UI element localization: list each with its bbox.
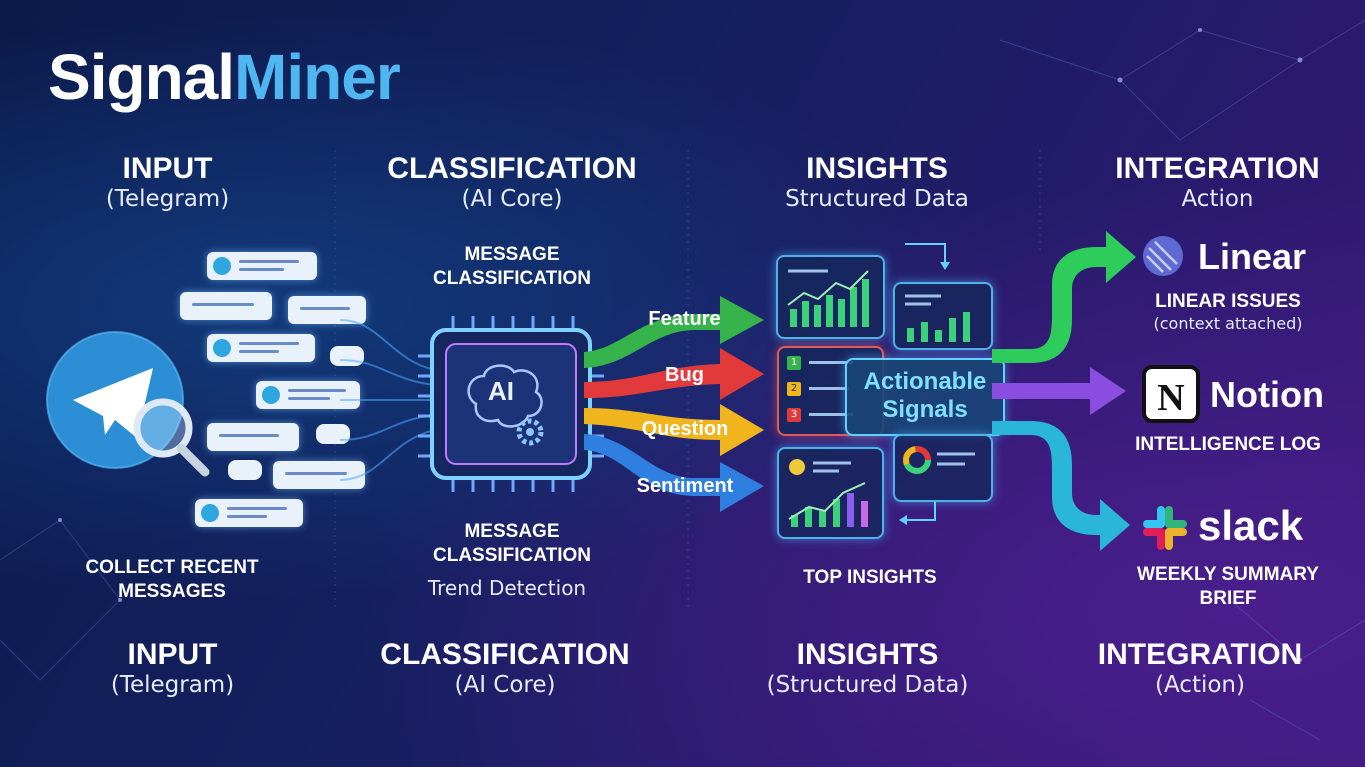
insight-connector-arrows: [899, 243, 950, 525]
svg-text:N: N: [1157, 377, 1184, 419]
notion-flow-arrow: [992, 367, 1126, 415]
ai-chip-label: AI: [488, 376, 514, 406]
input-column-footer: INPUT (Telegram): [110, 638, 235, 698]
linear-logo-icon: [1143, 236, 1183, 276]
insight-chart-panel-1: [776, 255, 885, 339]
category-arrows: [584, 296, 764, 512]
linear-flow-arrow: [992, 231, 1136, 363]
insights-column-header: INSIGHTS Structured Data: [785, 152, 969, 212]
actionable-signals-line2: Signals: [882, 396, 968, 423]
category-label-question: Question: [641, 418, 729, 440]
telegram-search-icon: [46, 331, 210, 477]
question-arrow: [584, 404, 764, 456]
classification-column-footer: CLASSIFICATION (AI Core): [380, 638, 630, 698]
slack-logo-icon: [1143, 506, 1187, 550]
integration-column-header: INTEGRATION Action: [1115, 152, 1320, 212]
insights-column-footer: INSIGHTS (Structured Data): [766, 638, 969, 698]
app-title: SignalMiner: [48, 41, 401, 113]
ai-chip: [418, 316, 604, 492]
notion-logo-icon: N: [1142, 365, 1200, 423]
integration-arrows: [992, 231, 1136, 551]
bug-arrow: [584, 348, 764, 400]
category-label-sentiment: Sentiment: [636, 475, 734, 497]
sentiment-arrow: [584, 434, 764, 512]
insight-chart-panel-3: [777, 447, 884, 539]
category-label-feature: Feature: [648, 308, 721, 330]
integration-column-footer: INTEGRATION (Action): [1097, 638, 1303, 698]
top-insights-caption: TOP INSIGHTS: [803, 567, 937, 588]
slack-brand: slack: [1198, 502, 1304, 549]
linear-brand: Linear: [1198, 236, 1307, 277]
category-label-bug: Bug: [665, 364, 704, 386]
insight-chart-panel-2: [893, 282, 993, 350]
trend-detection-label: Trend Detection: [427, 576, 587, 600]
notion-brand: Notion: [1210, 374, 1324, 415]
actionable-signals-line1: Actionable: [863, 368, 987, 395]
linear-caption: LINEAR ISSUES (context attached): [1153, 291, 1303, 333]
input-column-header: INPUT (Telegram): [105, 152, 230, 212]
notion-caption: INTELLIGENCE LOG: [1135, 434, 1321, 455]
feature-arrow: [584, 296, 764, 368]
actionable-signals-box: Actionable Signals: [845, 358, 1005, 436]
insight-donut-panel: [893, 434, 993, 502]
slack-flow-arrow: [992, 421, 1130, 551]
classification-column-header: CLASSIFICATION (AI Core): [387, 152, 637, 212]
